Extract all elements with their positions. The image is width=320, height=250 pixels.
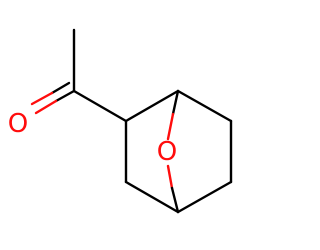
bond-c4-bridge xyxy=(170,186,180,214)
bridge-oxygen-label: O xyxy=(157,137,177,167)
bond-c4-c3 xyxy=(124,180,180,214)
bond-carbonyl-double-a xyxy=(54,89,76,103)
bond-c2-c1 xyxy=(124,89,180,123)
bond-carbonyl-double-b xyxy=(50,81,71,95)
bond-carbonyl-double-b-o xyxy=(30,91,54,106)
carbonyl-oxygen-label: O xyxy=(8,109,28,139)
bond-c5-c4 xyxy=(176,180,233,214)
molecule-structure: O O xyxy=(7,28,233,214)
bond-c1-c6 xyxy=(176,89,233,123)
bond-c1-bridge-o xyxy=(166,112,175,141)
bond-c4-bridge-o xyxy=(166,164,174,190)
bond-c1-bridge xyxy=(171,89,180,116)
bond-carbonyl-double-a-o xyxy=(34,99,58,115)
bond-carbonyl-ring xyxy=(72,89,128,123)
